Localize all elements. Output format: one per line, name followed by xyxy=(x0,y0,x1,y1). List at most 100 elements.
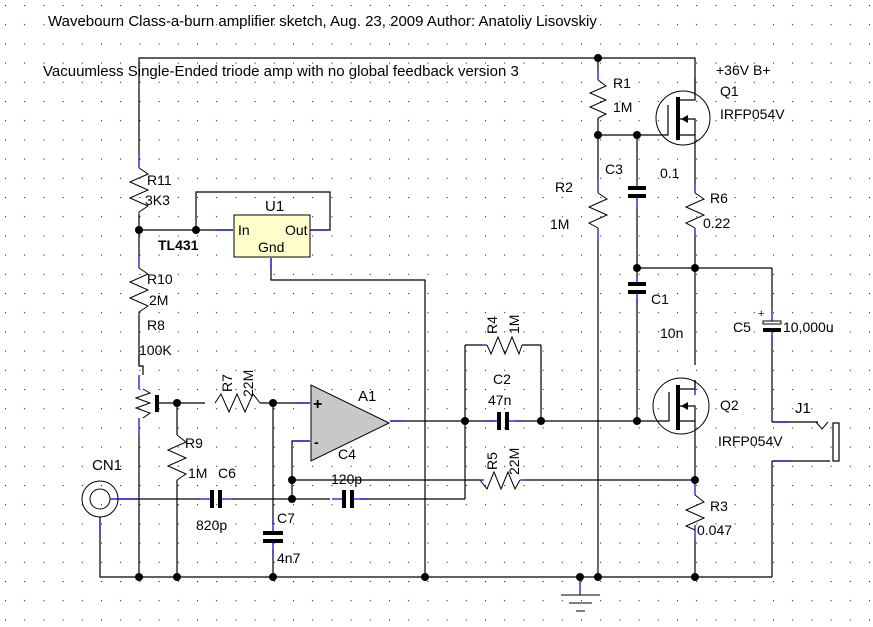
grid-dot xyxy=(408,523,410,525)
grid-dot xyxy=(177,158,179,160)
grid-dot xyxy=(773,120,774,122)
grid-dot xyxy=(561,485,563,486)
grid-dot xyxy=(619,235,621,237)
grid-dot xyxy=(101,158,102,160)
grid-dot xyxy=(811,465,813,467)
grid-dot xyxy=(235,81,237,83)
grid-dot xyxy=(139,312,141,314)
grid-dot xyxy=(753,504,755,506)
grid-dot xyxy=(369,273,371,275)
grid-dot xyxy=(331,312,333,314)
grid-dot xyxy=(350,581,352,582)
grid-dot xyxy=(677,619,678,621)
grid-dot xyxy=(369,5,371,6)
grid-dot xyxy=(869,581,870,582)
grid-dot xyxy=(734,216,736,218)
grid-dot xyxy=(408,427,410,429)
grid-dot xyxy=(62,619,64,621)
capacitor-C2: C2 47n xyxy=(485,371,522,430)
grid-dot xyxy=(849,197,851,198)
grid-dot xyxy=(81,581,83,582)
grid-dot xyxy=(753,139,755,141)
grid-dot xyxy=(811,254,813,256)
grid-dot xyxy=(369,369,371,371)
grid-dot xyxy=(5,600,6,602)
grid-dot xyxy=(465,581,467,582)
grid-dot xyxy=(830,101,832,102)
grid-dot xyxy=(81,43,83,45)
grid-dot xyxy=(389,254,390,256)
grid-dot xyxy=(677,158,678,160)
grid-dot xyxy=(389,24,390,26)
grid-dot xyxy=(561,350,563,352)
grid-dot xyxy=(504,465,506,467)
grid-dot xyxy=(293,273,294,275)
grid-dot xyxy=(811,139,813,141)
grid-dot xyxy=(101,446,102,448)
grid-dot xyxy=(293,408,294,410)
grid-dot xyxy=(561,312,563,314)
grid-dot xyxy=(62,24,64,26)
grid-dot xyxy=(81,235,83,237)
grid-dot xyxy=(869,485,870,486)
grid-dot xyxy=(350,81,352,83)
grid-dot xyxy=(216,465,218,467)
grid-dot xyxy=(581,389,582,390)
svg-text:TL431: TL431 xyxy=(158,237,199,253)
grid-dot xyxy=(5,43,6,45)
grid-dot xyxy=(350,619,352,621)
grid-dot xyxy=(581,504,582,506)
grid-dot xyxy=(446,24,448,26)
grid-dot xyxy=(811,427,813,429)
output-jack-J1[interactable]: J1 xyxy=(795,400,840,462)
grid-dot xyxy=(849,504,851,506)
grid-dot xyxy=(101,5,102,6)
grid-dot xyxy=(619,408,621,410)
grid-dot xyxy=(312,5,314,6)
connector-CN1[interactable]: CN1 xyxy=(81,457,140,518)
grid-dot xyxy=(216,523,218,525)
grid-dot xyxy=(523,504,525,506)
capacitor-C6: C6 820p xyxy=(196,465,236,533)
grid-dot xyxy=(465,62,467,64)
grid-dot xyxy=(619,369,621,371)
grid-dot xyxy=(619,43,621,45)
grid-dot xyxy=(177,408,179,410)
grid-dot xyxy=(811,81,813,83)
grid-dot xyxy=(5,523,6,525)
grid-dot xyxy=(696,43,698,45)
grid-dot xyxy=(600,600,602,602)
grid-dot xyxy=(869,350,870,352)
grid-dot xyxy=(638,254,640,256)
grid-dot xyxy=(792,235,794,237)
grid-dot xyxy=(312,523,314,525)
grid-dot xyxy=(120,581,122,582)
grid-dot xyxy=(792,408,794,410)
grid-dot xyxy=(312,235,314,237)
svg-text:R11: R11 xyxy=(147,172,172,188)
grid-dot xyxy=(715,465,717,467)
grid-dot xyxy=(465,446,467,448)
grid-dot xyxy=(504,619,506,621)
grid-dot xyxy=(542,523,544,525)
grid-dot xyxy=(446,177,448,179)
grid-dot xyxy=(773,177,774,179)
grid-dot xyxy=(293,197,294,198)
grid-dot xyxy=(369,581,371,582)
grid-dot xyxy=(177,235,179,237)
grid-dot xyxy=(677,504,678,506)
svg-text:120p: 120p xyxy=(331,471,362,487)
grid-dot xyxy=(638,43,640,45)
grid-dot xyxy=(523,5,525,6)
grid-dot xyxy=(849,427,851,429)
grid-dot xyxy=(369,485,371,486)
grid-dot xyxy=(504,369,506,371)
grid-dot xyxy=(869,465,870,467)
grid-dot xyxy=(830,158,832,160)
grid-dot xyxy=(619,581,621,582)
grid-dot xyxy=(734,177,736,179)
grid-dot xyxy=(197,504,198,506)
grid-dot xyxy=(120,43,122,45)
grid-dot xyxy=(197,197,198,198)
grid-dot xyxy=(561,81,563,83)
